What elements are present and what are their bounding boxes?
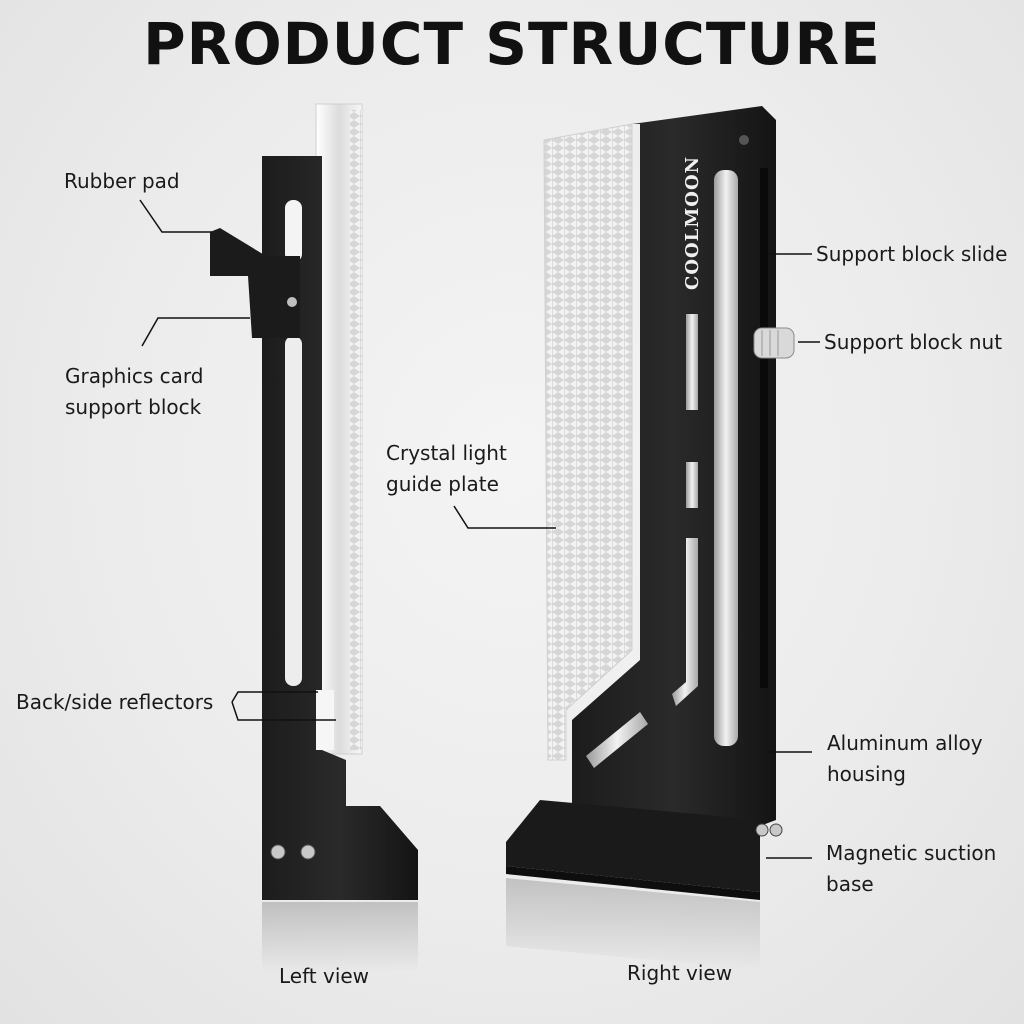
label-support-block-nut: Support block nut — [824, 330, 1003, 354]
label-crystal-plate-line2: guide plate — [386, 472, 499, 496]
label-rubber-pad: Rubber pad — [64, 169, 180, 193]
label-magnetic-base-line1: Magnetic suction — [826, 841, 997, 865]
label-support-block-line2: support block — [65, 395, 202, 419]
brand-logo: COOLMOON — [682, 156, 703, 290]
caption-right-view: Right view — [627, 961, 733, 985]
label-support-block-slide: Support block slide — [816, 242, 1008, 266]
leader-lines — [139, 199, 820, 859]
label-magnetic-base-line2: base — [826, 872, 874, 896]
right-view-product — [506, 106, 795, 970]
left-view-product — [210, 103, 418, 972]
caption-left-view: Left view — [279, 964, 370, 988]
page-title: PRODUCT STRUCTURE — [143, 10, 881, 78]
label-support-block-line1: Graphics card — [65, 364, 204, 388]
label-back-side-reflectors: Back/side reflectors — [16, 690, 214, 714]
label-aluminum-housing-line1: Aluminum alloy — [827, 731, 983, 755]
label-crystal-plate-line1: Crystal light — [386, 441, 507, 465]
label-aluminum-housing-line2: housing — [827, 762, 906, 786]
